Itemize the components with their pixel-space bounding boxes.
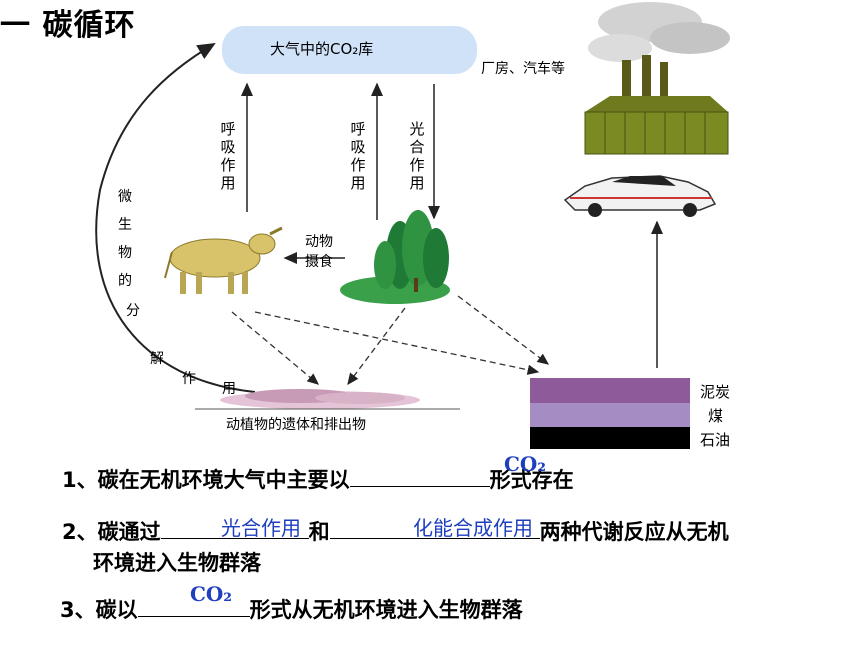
question-2: 2、碳通过和两种代谢反应从无机 (62, 520, 729, 544)
oil-layer (530, 427, 690, 449)
factory-icon (584, 2, 730, 155)
factory-label: 厂房、汽车等 (481, 61, 565, 77)
peat-label: 泥炭 (700, 383, 731, 401)
plant-to-fossil-arrow (457, 295, 550, 365)
peat-layer (530, 378, 690, 403)
question-2-line2: 环境进入生物群落 (93, 551, 261, 575)
remains-label: 动植物的遗体和排出物 (226, 417, 366, 433)
coal-layer (530, 403, 690, 427)
question-3: 3、碳以形式从无机环境进入生物群落 (60, 598, 523, 622)
fossil-fuel-strata (530, 378, 690, 449)
question-1: 1、碳在无机环境大气中主要以形式存在 (62, 468, 574, 492)
slide-title: 一 碳循环 (0, 8, 136, 43)
answer-2a: 光合作用 (221, 516, 301, 540)
cow-icon (164, 226, 283, 294)
car-icon (563, 175, 717, 217)
coal-label: 煤 (708, 407, 724, 425)
answer-2b: 化能合成作用 (413, 516, 533, 540)
photosynthesis-label: 光合作用 (409, 120, 425, 192)
respiration-label-1: 呼吸作用 (220, 120, 236, 192)
decomposition-arrow (95, 42, 256, 393)
animal-feeding-label: 动物摄食 (305, 234, 333, 270)
respiration-label-2: 呼吸作用 (350, 120, 366, 192)
atmosphere-pool (222, 26, 477, 74)
tree-icon (340, 210, 450, 304)
animal-to-remains-arrow (231, 311, 319, 385)
atmosphere-label: 大气中的CO₂库 (270, 40, 374, 58)
plant-to-remains-arrow (347, 307, 406, 386)
animal-to-fossil-arrow (254, 311, 540, 375)
remains-pile-icon (195, 389, 460, 410)
answer-3: CO₂ (189, 582, 233, 606)
answer-1: CO₂ (503, 452, 547, 476)
carbon-cycle-diagram (95, 2, 730, 449)
oil-label: 石油 (700, 431, 731, 449)
